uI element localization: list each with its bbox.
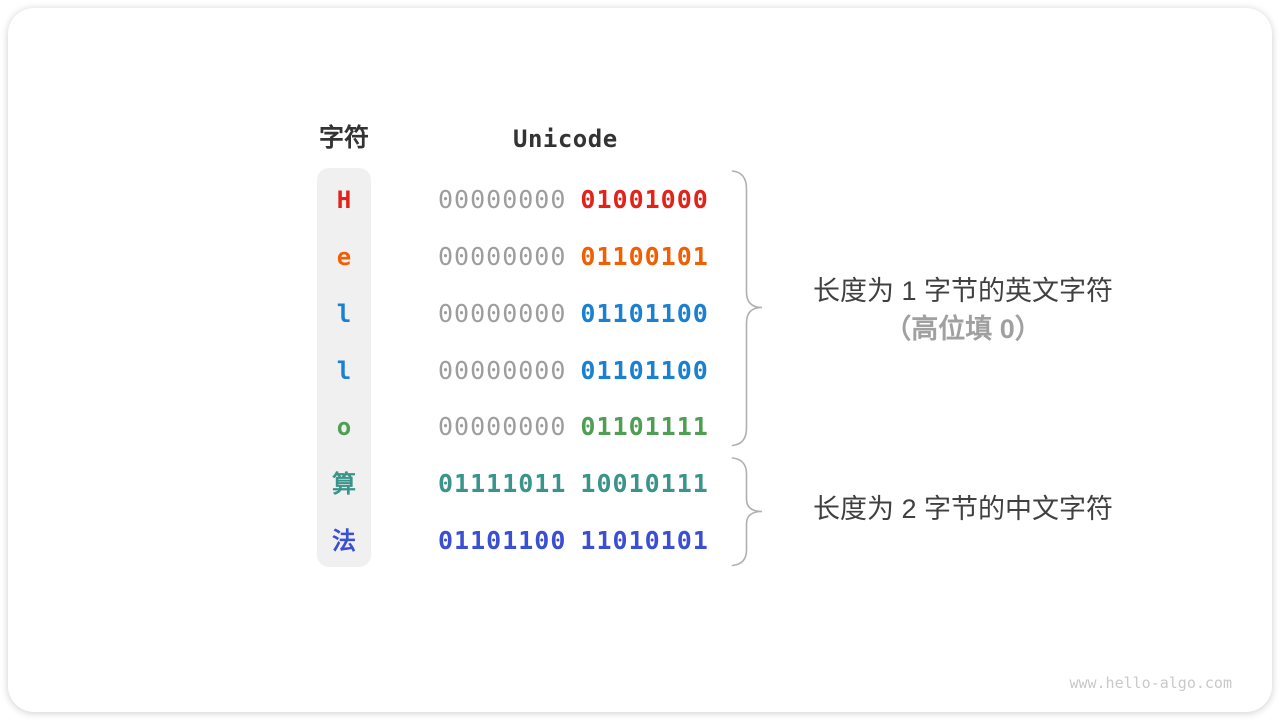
byte-low: 11010101: [580, 526, 709, 555]
table-row-H: H 00000000 01001000: [8, 185, 1272, 215]
byte-high: 00000000: [438, 185, 567, 214]
byte-high: 01101100: [438, 526, 567, 555]
byte-high: 00000000: [438, 412, 567, 441]
byte-high: 00000000: [438, 242, 567, 271]
byte-high: 00000000: [438, 356, 567, 385]
annotation-line: 长度为 2 字节的中文字符: [812, 494, 1114, 524]
unicode-binary: 00000000 01101100: [438, 299, 709, 329]
table-row-o: o 00000000 01101111: [8, 412, 1272, 442]
char-cell: e: [336, 243, 352, 271]
unicode-binary: 00000000 01001000: [438, 185, 709, 215]
annotation-line: 长度为 1 字节的英文字符: [812, 276, 1114, 306]
annotation-english-chars: 长度为 1 字节的英文字符 （高位填 0）: [778, 272, 1148, 348]
byte-low: 01101100: [580, 356, 709, 385]
table-row-l1: l 00000000 01101100: [8, 299, 1272, 329]
char-cell: 法: [332, 527, 356, 555]
unicode-binary: 01111011 10010111: [438, 469, 709, 499]
byte-high: 00000000: [438, 299, 567, 328]
annotation-line: （高位填 0）: [884, 314, 1042, 344]
table-row-fa: 法 01101100 11010101: [8, 526, 1272, 556]
byte-low: 01100101: [580, 242, 709, 271]
table-row-suan: 算 01111011 10010111: [8, 469, 1272, 499]
column-header-unicode: Unicode: [513, 125, 618, 153]
unicode-binary: 01101100 11010101: [438, 526, 709, 556]
byte-low: 10010111: [580, 469, 709, 498]
character-column-background: [317, 168, 371, 567]
char-cell: o: [336, 413, 352, 441]
char-cell: H: [336, 186, 352, 214]
unicode-binary: 00000000 01101111: [438, 412, 709, 442]
byte-high: 01111011: [438, 469, 567, 498]
byte-low: 01001000: [580, 185, 709, 214]
unicode-binary: 00000000 01100101: [438, 242, 709, 272]
table-row-l2: l 00000000 01101100: [8, 356, 1272, 386]
char-cell: 算: [332, 470, 356, 498]
char-cell: l: [336, 300, 352, 328]
annotation-chinese-chars: 长度为 2 字节的中文字符: [778, 490, 1148, 528]
table-row-e: e 00000000 01100101: [8, 242, 1272, 272]
unicode-binary: 00000000 01101100: [438, 356, 709, 386]
char-cell: l: [336, 357, 352, 385]
column-header-character: 字符: [318, 124, 369, 152]
byte-low: 01101100: [580, 299, 709, 328]
diagram-card: 字符 Unicode H 00000000 01001000 e 00000000…: [8, 8, 1272, 712]
byte-low: 01101111: [580, 412, 709, 441]
watermark-url: www.hello-algo.com: [1069, 674, 1232, 692]
